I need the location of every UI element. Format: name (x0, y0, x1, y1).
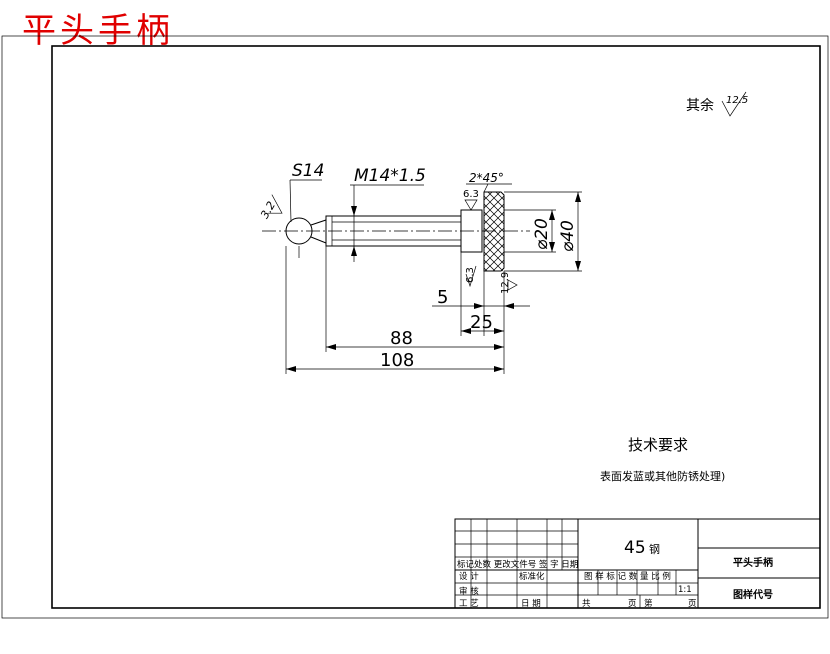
chamfer-dimension: 2*45° (466, 171, 512, 193)
sphere-dimension: S14 (289, 161, 324, 258)
roughness-symbol (464, 199, 478, 211)
dim-len-88: 88 (390, 328, 413, 349)
knurl-line (487, 191, 505, 209)
general-roughness-note: 其余 12.5 (686, 91, 748, 117)
roughness-sphere: 3.2 (258, 199, 278, 221)
tb-drawing-no: 图样代号 (733, 588, 773, 601)
dim-dia-large: ⌀40 (558, 220, 578, 252)
arrow (575, 192, 581, 202)
face-roughness-top: 6.3 (463, 189, 479, 211)
tb-total: 共 (582, 599, 591, 609)
tb-sheet: 第 (644, 598, 653, 609)
tb-material: 45 (624, 538, 646, 558)
knurl-line (483, 211, 505, 233)
arrow (286, 366, 296, 372)
arrow (494, 366, 504, 372)
knurl-pattern (483, 191, 505, 272)
arrow (326, 344, 336, 350)
roughness-symbol (268, 194, 283, 214)
knurled-knob-outline (483, 191, 505, 272)
neck (310, 219, 327, 244)
arrow (575, 261, 581, 271)
knurl-line (483, 203, 505, 225)
arrow (494, 328, 504, 334)
roughness-face-bottom: 6.3 (465, 267, 476, 283)
tb-scale: 1:1 (678, 585, 692, 595)
knurl-line (484, 251, 505, 272)
thread-dimension: M14*1.5 (350, 166, 426, 262)
outer-border (1, 35, 829, 619)
knurl-line (483, 251, 504, 272)
knurl-line (492, 259, 505, 272)
arrow (351, 246, 357, 256)
tb-part-name: 平头手柄 (733, 556, 773, 569)
roughness-face-top: 6.3 (463, 189, 479, 200)
arrow (474, 303, 484, 309)
arrow (549, 210, 555, 220)
leader-line (289, 179, 292, 223)
general-roughness-value: 12.5 (726, 95, 748, 106)
dim-len-5: 5 (437, 287, 448, 308)
general-roughness-label: 其余 (686, 97, 714, 114)
tech-req-text: 表面发蓝或其他防锈处理) (600, 469, 725, 483)
tb-standard: 标准化 (519, 571, 545, 582)
tb-page: 页 (628, 599, 637, 609)
diameter-dimensions: ⌀20 ⌀40 (504, 191, 582, 272)
tb-page2: 页 (688, 599, 697, 609)
roughness-symbol (721, 91, 747, 117)
dim-sphere: S14 (292, 161, 324, 181)
handle-part (262, 191, 530, 272)
knurl-line (483, 191, 493, 201)
sphere-roughness: 3.2 (258, 194, 283, 221)
dim-dia-small: ⌀20 (532, 218, 552, 250)
dim-len-108: 108 (380, 350, 414, 371)
dim-thread: M14*1.5 (354, 166, 426, 186)
arrow (504, 303, 514, 309)
inner-frame (51, 45, 821, 609)
knurl-line (495, 191, 505, 201)
tb-date: 日 期 (521, 599, 541, 609)
tb-process: 工 艺 (459, 599, 479, 609)
knurl-roughness: 12.9 (500, 272, 518, 294)
dim-chamfer: 2*45° (469, 171, 504, 185)
roughness-symbol (507, 279, 518, 291)
roughness-knurl: 12.9 (500, 272, 511, 294)
knurl-line (483, 195, 505, 217)
knurl-line (483, 191, 501, 209)
arrow (549, 242, 555, 252)
arrow (351, 206, 357, 216)
leader-line (483, 183, 489, 193)
page-title: 平头手柄 (22, 11, 174, 51)
tech-req-heading: 技术要求 (628, 436, 688, 454)
knurl-line (483, 259, 496, 272)
knurl-line (483, 235, 505, 257)
title-block: 45 钢 平头手柄 图样代号 标记处数 更改文件号 签 字 日期 设 计 标准化… (454, 518, 821, 609)
dim-len-25: 25 (470, 312, 493, 333)
tb-review: 审 核 (459, 586, 479, 597)
knurl-line (500, 267, 505, 272)
tb-material-suffix: 钢 (649, 543, 660, 556)
knurl-line (483, 219, 505, 241)
knurl-line (483, 243, 505, 265)
tb-design: 设 计 (459, 571, 479, 582)
title-block-frame (454, 518, 821, 609)
face-roughness-bottom: 6.3 (465, 265, 477, 288)
tb-row-marks: 标记处数 更改文件号 签 字 日期 (457, 559, 578, 570)
length-dimensions: 5 25 88 108 (285, 246, 530, 374)
tb-stage-header: 图 样 标 记 数 量 比 例 (584, 571, 671, 582)
roughness-symbol (465, 265, 477, 288)
knurl-line (483, 267, 488, 272)
arrow (494, 344, 504, 350)
arrow (461, 328, 471, 334)
